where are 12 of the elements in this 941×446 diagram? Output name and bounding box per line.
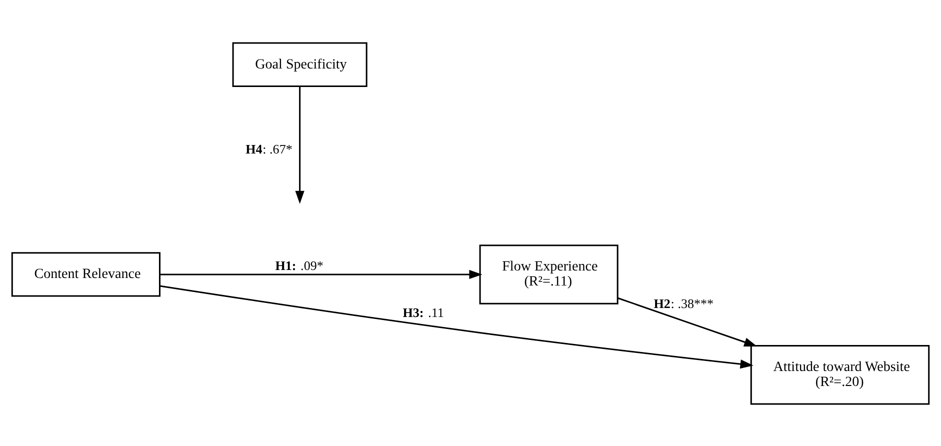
edge-label: H2: .38*** [654,295,714,310]
edge-label: H3: .11 [402,304,444,320]
arrow [617,296,758,346]
arrow [160,269,482,279]
edge-label: H4: .67* [246,141,292,156]
node-box: Goal Specificity [232,42,368,86]
edge-label: H1: .09* [275,257,324,272]
node-box: Flow Experience (R²=.11) [479,244,618,304]
arrow [160,284,754,368]
node-box: Attitude toward Website (R²=.20) [750,344,930,404]
node-box: Content Relevance [11,252,160,296]
arrow [295,86,304,204]
